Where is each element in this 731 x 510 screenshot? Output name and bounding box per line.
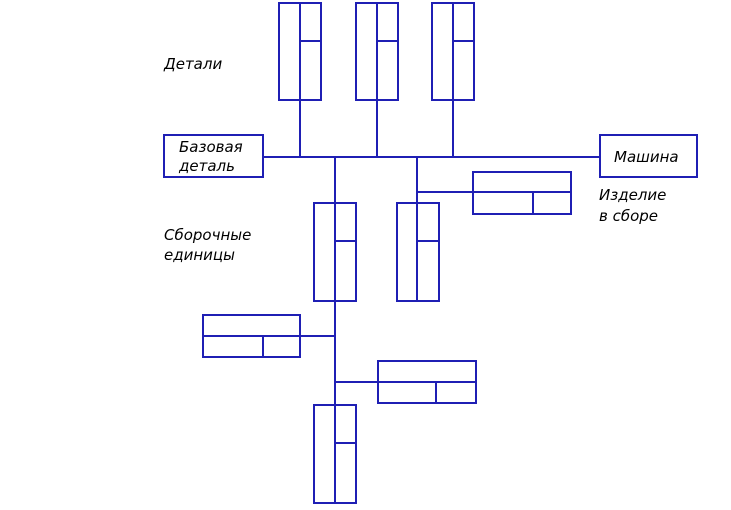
detail-element bbox=[278, 2, 322, 101]
base-detail-label-line1: Базовая bbox=[179, 138, 243, 156]
assembly-units-label-line2: единицы bbox=[164, 246, 235, 264]
assembly-unit-element bbox=[313, 404, 357, 504]
details-label: Детали bbox=[163, 55, 222, 73]
product-label-line2: в сборе bbox=[599, 207, 658, 225]
base-detail-box bbox=[163, 134, 264, 178]
assembly-unit-element bbox=[396, 202, 440, 302]
assembly-unit-element bbox=[377, 360, 477, 404]
detail-element bbox=[355, 2, 399, 101]
machine-box bbox=[599, 134, 698, 178]
assembly-unit-element bbox=[313, 202, 357, 302]
product-label-line1: Изделие bbox=[599, 186, 666, 204]
detail-element bbox=[431, 2, 475, 101]
assembly-unit-element bbox=[202, 314, 301, 358]
machine-label: Машина bbox=[614, 148, 679, 166]
assembly-unit-element bbox=[472, 171, 572, 215]
assembly-units-label-line1: Сборочные bbox=[164, 226, 251, 244]
diagram-lines bbox=[163, 2, 698, 504]
base-detail-label-line2: деталь bbox=[178, 157, 235, 175]
